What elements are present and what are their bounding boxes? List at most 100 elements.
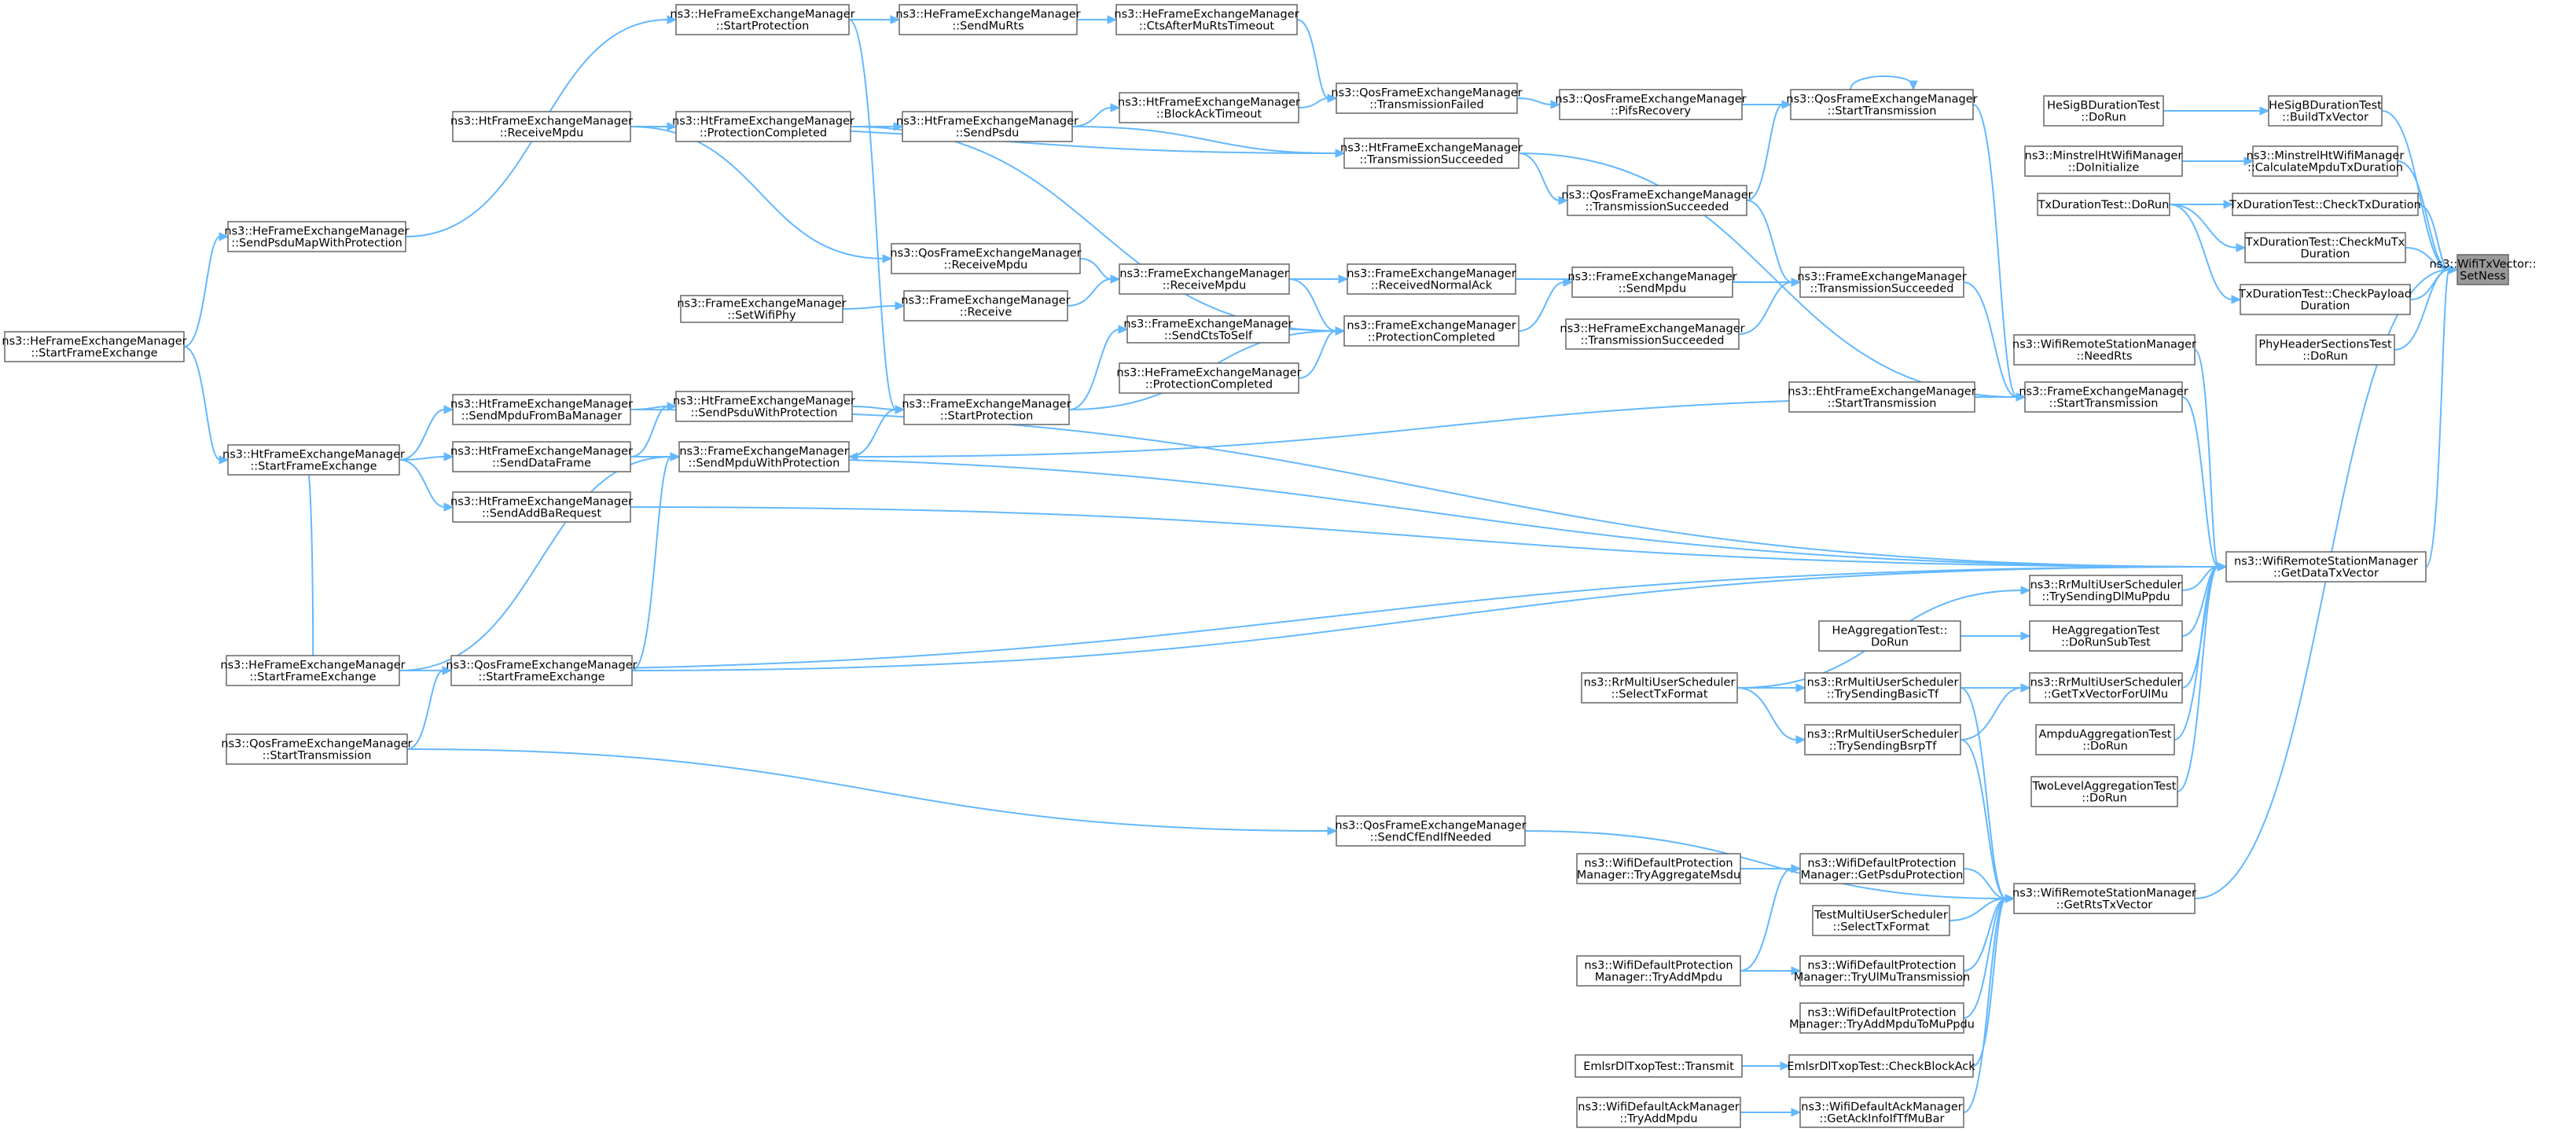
node-he-ctsafter[interactable]: ns3::HeFrameExchangeManager::CtsAfterMuR… [1114, 4, 1299, 35]
node-wdp-getpsdu[interactable]: ns3::WifiDefaultProtectionManager::GetPs… [1799, 853, 1964, 884]
node-hesigb-dorun[interactable]: HeSigBDurationTest::DoRun [2043, 95, 2164, 127]
node-label: ns3::HeFrameExchangeManager [670, 9, 854, 21]
node-ht-sendpsduwithprot[interactable]: ns3::HtFrameExchangeManager::SendPsduWit… [673, 391, 855, 422]
node-rr-gettxulmu[interactable]: ns3::RrMultiUserScheduler::GetTxVectorFo… [2029, 672, 2183, 704]
node-label: ns3::WifiDefaultProtection [1807, 960, 1956, 972]
node-box [1126, 315, 1290, 344]
node-ampdu-dorun[interactable]: AmpduAggregationTest::DoRun [2035, 724, 2175, 755]
node-label: ::SendMpduFromBaManager [461, 410, 623, 423]
node-rsm-getdata[interactable]: ns3::WifiRemoteStationManager::GetDataTx… [2225, 551, 2427, 583]
node-rr-trybasic[interactable]: ns3::RrMultiUserScheduler::TrySendingBas… [1804, 672, 1961, 704]
node-emlsr-transmit[interactable]: EmlsrDlTxopTest::Transmit [1575, 1054, 1743, 1078]
node-ht-sendmpdufromba[interactable]: ns3::HtFrameExchangeManager::SendMpduFro… [450, 394, 633, 425]
node-qos-sendcfend[interactable]: ns3::QosFrameExchangeManager::SendCfEndI… [1335, 815, 1527, 847]
node-fem-sendmpduwithprot[interactable]: ns3::FrameExchangeManager::SendMpduWithP… [678, 441, 850, 472]
node-setness[interactable]: ns3::WifiTxVector::SetNess [2429, 254, 2537, 285]
node-he-sendmurts[interactable]: ns3::HeFrameExchangeManager::SendMuRts [895, 4, 1081, 35]
node-box [678, 441, 850, 472]
node-he-startframeex-left[interactable]: ns3::HeFrameExchangeManager::StartFrameE… [2, 331, 187, 362]
node-rsm-getrts[interactable]: ns3::WifiRemoteStationManager::GetRtsTxV… [2012, 883, 2196, 914]
node-fem-setwifiphy[interactable]: ns3::FrameExchangeManager::SetWifiPhy [677, 295, 847, 323]
node-he-startframeex[interactable]: ns3::HeFrameExchangeManager::StartFrameE… [220, 655, 406, 686]
node-rr-trybsrp[interactable]: ns3::RrMultiUserScheduler::TrySendingBsr… [1804, 724, 1961, 755]
node-label: ::ReceiveMpdu [500, 127, 584, 140]
node-wdp-tryulmu[interactable]: ns3::WifiDefaultProtectionManager::TryUl… [1794, 955, 1970, 987]
node-hesigb-build[interactable]: HeSigBDurationTest::BuildTxVector [2268, 95, 2383, 127]
node-wdp-tryaddmpdutomu[interactable]: ns3::WifiDefaultProtectionManager::TryAd… [1789, 1002, 1975, 1034]
node-qos-starttx-top[interactable]: ns3::QosFrameExchangeManager::StartTrans… [1786, 89, 1978, 120]
node-emlsr-checkba[interactable]: EmlsrDlTxopTest::CheckBlockAck [1787, 1054, 1975, 1078]
call-edge [1738, 277, 1802, 335]
node-label: ::DoRunSubTest [2061, 637, 2151, 649]
node-ht-sendaddba[interactable]: ns3::HtFrameExchangeManager::SendAddBaRe… [450, 491, 633, 523]
node-ht-blockacktimeout[interactable]: ns3::HtFrameExchangeManager::BlockAckTim… [1118, 92, 1300, 123]
node-minstrel-init[interactable]: ns3::MinstrelHtWifiManager::DoInitialize [2024, 145, 2183, 177]
node-fem-sendmpdu[interactable]: ns3::FrameExchangeManager::SendMpdu [1567, 266, 1737, 298]
node-ht-startframeex[interactable]: ns3::HtFrameExchangeManager::StartFrameE… [222, 444, 405, 476]
node-he-protcompl[interactable]: ns3::HeFrameExchangeManager::ProtectionC… [1116, 362, 1302, 394]
node-ht-protcompl[interactable]: ns3::HtFrameExchangeManager::ProtectionC… [672, 111, 854, 142]
node-twolevel-dorun[interactable]: TwoLevelAggregationTest::DoRun [2030, 776, 2178, 807]
node-rr-selecttx[interactable]: ns3::RrMultiUserScheduler::SelectTxForma… [1581, 672, 1738, 704]
node-box [1119, 263, 1290, 295]
node-label: ::TrySendingBsrpTf [1829, 741, 1938, 753]
node-qos-startframeex[interactable]: ns3::QosFrameExchangeManager::StartFrame… [446, 655, 638, 686]
node-qos-txsucc[interactable]: ns3::QosFrameExchangeManager::Transmissi… [1561, 185, 1753, 216]
node-he-txsucc[interactable]: ns3::HeFrameExchangeManager::Transmissio… [1560, 318, 1745, 350]
call-edge [1289, 274, 1349, 284]
node-box [1571, 266, 1733, 298]
node-ht-sendpsdu[interactable]: ns3::HtFrameExchangeManager::SendPsdu [896, 111, 1079, 142]
node-fem-starttx[interactable]: ns3::FrameExchangeManager::StartTransmis… [2019, 381, 2188, 413]
node-fem-sendcts[interactable]: ns3::FrameExchangeManager::SendCtsToSelf [1123, 315, 1293, 344]
node-fem-receive[interactable]: ns3::FrameExchangeManager::Receive [901, 290, 1071, 322]
node-qos-pifs[interactable]: ns3::QosFrameExchangeManager::PifsRecove… [1555, 89, 1747, 120]
call-edge [1736, 687, 1806, 744]
node-qos-txfailed[interactable]: ns3::QosFrameExchangeManager::Transmissi… [1331, 83, 1523, 114]
node-ht-receivempdu[interactable]: ns3::HtFrameExchangeManager::ReceiveMpdu [450, 111, 633, 142]
node-box [2255, 334, 2395, 366]
node-rr-trydlmu[interactable]: ns3::RrMultiUserScheduler::TrySendingDlM… [2029, 575, 2183, 606]
node-minstrel-calc[interactable]: ns3::MinstrelHtWifiManager::CalculateMpd… [2247, 145, 2405, 177]
node-he-startprot[interactable]: ns3::HeFrameExchangeManager::StartProtec… [670, 4, 855, 35]
node-heagg-dorunsub[interactable]: HeAggregationTest::DoRunSubTest [2029, 620, 2183, 652]
node-label: TxDurationTest::DoRun [2038, 199, 2170, 211]
node-label: ns3::WifiDefaultProtection [1807, 858, 1956, 870]
node-box [898, 4, 1078, 35]
node-he-sendpsdumap[interactable]: ns3::HeFrameExchangeManager::SendPsduMap… [224, 221, 410, 252]
node-qos-receivempdu[interactable]: ns3::QosFrameExchangeManager::ReceiveMpd… [890, 243, 1082, 274]
node-rsm-needrts[interactable]: ns3::WifiRemoteStationManager::NeedRts [2012, 334, 2196, 366]
call-edge [1071, 103, 1121, 127]
node-label: ::TransmissionSucceeded [1810, 283, 1954, 296]
node-label: ns3::RrMultiUserScheduler [1807, 729, 1959, 741]
node-eht-starttx[interactable]: ns3::EhtFrameExchangeManager::StartTrans… [1788, 381, 1976, 413]
node-fem-receivempdu[interactable]: ns3::FrameExchangeManager::ReceiveMpdu [1119, 263, 1290, 295]
node-box [2252, 145, 2398, 177]
node-txd-checktx[interactable]: TxDurationTest::CheckTxDuration [2229, 193, 2421, 216]
node-label: Manager::TryAggregateMsdu [1577, 869, 1740, 882]
node-testmu-select[interactable]: TestMultiUserScheduler::SelectTxFormat [1812, 905, 1950, 936]
node-ht-senddataframe[interactable]: ns3::HtFrameExchangeManager::SendDataFra… [450, 441, 633, 472]
node-qos-starttx-left[interactable]: ns3::QosFrameExchangeManager::StartTrans… [221, 733, 413, 765]
node-heagg-dorun[interactable]: HeAggregationTest::DoRun [1818, 620, 1961, 652]
node-fem-recvnormalack[interactable]: ns3::FrameExchangeManager::ReceivedNorma… [1347, 263, 1516, 295]
node-txd-dorun[interactable]: TxDurationTest::DoRun [2037, 193, 2170, 216]
node-box [452, 441, 631, 472]
node-label: ns3::QosFrameExchangeManager [221, 738, 412, 751]
node-wdp-tryaggmsdu[interactable]: ns3::WifiDefaultProtectionManager::TryAg… [1576, 853, 1741, 884]
node-fem-startprot[interactable]: ns3::FrameExchangeManager::StartProtecti… [902, 394, 1071, 425]
node-wdack-getack[interactable]: ns3::WifiDefaultAckManager::GetAckInfoIf… [1799, 1097, 1964, 1128]
call-edge [399, 452, 681, 671]
node-wdp-tryaddmpdu[interactable]: ns3::WifiDefaultProtectionManager::TryAd… [1576, 955, 1741, 987]
call-edge [1963, 894, 2016, 972]
node-wdack-tryaddmpdu[interactable]: ns3::WifiDefaultAckManager::TryAddMpdu [1576, 1097, 1741, 1128]
node-box [1799, 955, 1964, 987]
node-label: ns3::FrameExchangeManager [677, 298, 846, 311]
node-box [1336, 83, 1518, 114]
node-fem-txsucc[interactable]: ns3::FrameExchangeManager::TransmissionS… [1797, 266, 1967, 298]
node-phyhdr[interactable]: PhyHeaderSectionsTest::DoRun [2255, 334, 2395, 366]
node-label: ns3::FrameExchangeManager [1123, 318, 1292, 331]
node-fem-protcompl[interactable]: ns3::FrameExchangeManager::ProtectionCom… [1343, 315, 1520, 347]
node-ht-txsucc[interactable]: ns3::HtFrameExchangeManager::Transmissio… [1340, 138, 1523, 169]
